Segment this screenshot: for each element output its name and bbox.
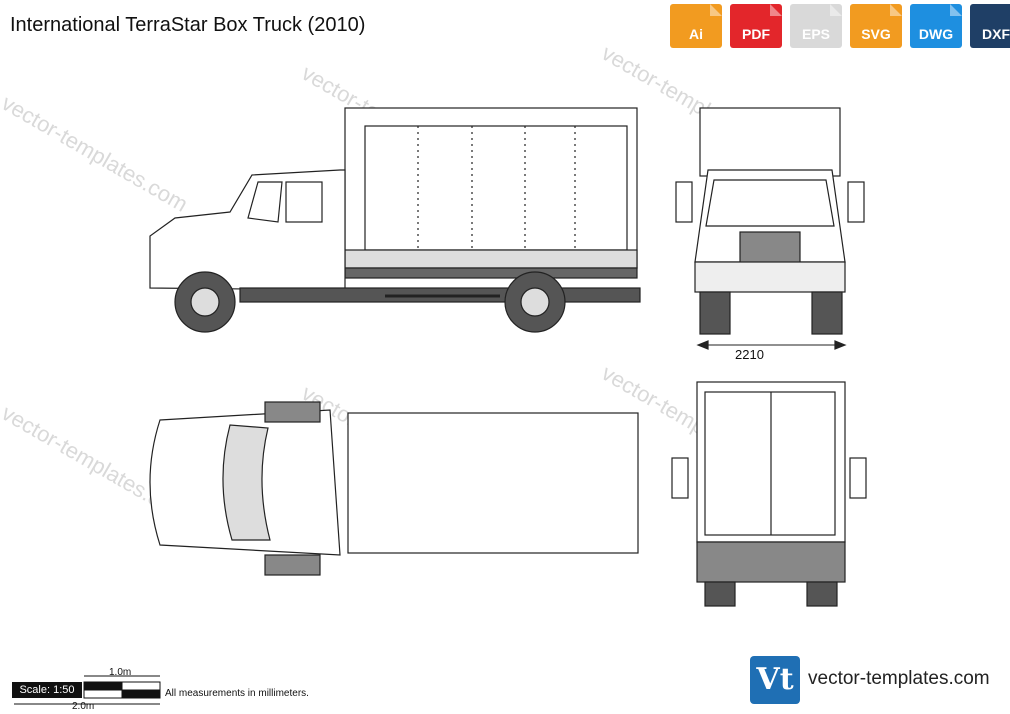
scale-label: Scale: 1:50 <box>12 682 82 698</box>
cab-window <box>247 181 283 223</box>
grille <box>739 231 801 265</box>
box-top-front <box>699 107 841 177</box>
scale-one-meter: 1.0m <box>109 667 132 678</box>
brand-logo[interactable]: Vt <box>750 656 800 704</box>
format-pdf-button[interactable]: PDF <box>730 4 782 48</box>
tire-left <box>699 291 731 335</box>
mirror-left <box>675 181 693 223</box>
brand-site-link[interactable]: vector-templates.com <box>808 668 990 689</box>
cargo-box <box>344 107 638 269</box>
rear-view <box>671 381 867 607</box>
format-label: EPS <box>801 26 830 42</box>
rear-tires-left <box>704 581 736 607</box>
format-label: Ai <box>689 26 703 42</box>
front-view <box>675 107 865 350</box>
top-view <box>149 401 639 576</box>
format-label: DWG <box>918 26 954 42</box>
format-dwg-button[interactable]: DWG <box>910 4 962 48</box>
format-dxf-button[interactable]: DXF <box>970 4 1010 48</box>
format-svg-button[interactable]: SVG <box>850 4 902 48</box>
mirror-right <box>847 181 865 223</box>
scale-bar <box>14 675 161 705</box>
width-dimension: 2210 <box>735 347 764 362</box>
format-list: Ai PDF EPS SVG DWG DXF <box>670 4 1010 48</box>
format-ai-button[interactable]: Ai <box>670 4 722 48</box>
rear-tires-right <box>806 581 838 607</box>
format-eps-button[interactable]: EPS <box>790 4 842 48</box>
roof-windshield <box>222 424 271 541</box>
tire-right <box>811 291 843 335</box>
door-window <box>285 181 323 223</box>
box-roof <box>347 412 639 554</box>
measurement-note: All measurements in millimeters. <box>165 688 309 699</box>
rear-mirror-left <box>671 457 689 499</box>
windshield <box>705 179 835 227</box>
format-label: SVG <box>861 26 891 42</box>
format-label: PDF <box>742 26 770 42</box>
scale-two-meter: 2.0m <box>72 701 95 712</box>
page-title: International TerraStar Box Truck (2010) <box>10 14 366 36</box>
format-label: DXF <box>982 26 1010 42</box>
rear-mirror-right <box>849 457 867 499</box>
side-view <box>149 107 641 333</box>
